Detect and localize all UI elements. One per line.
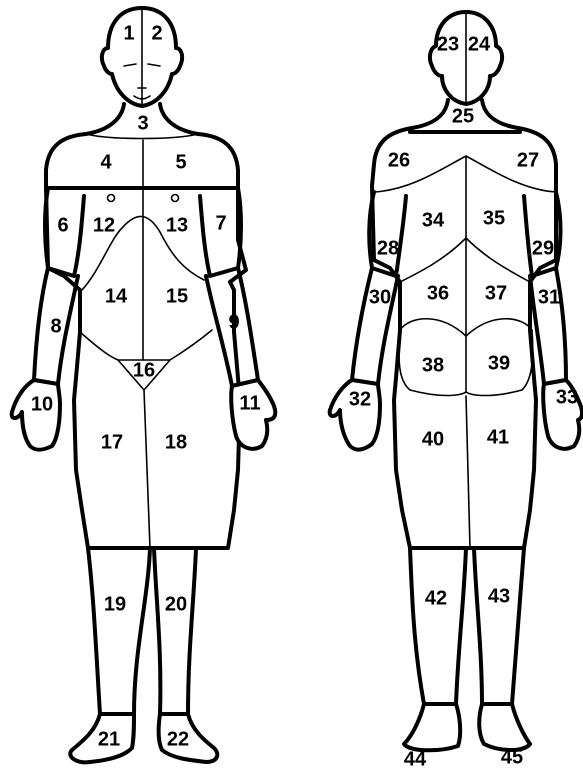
region-label-8: 8: [50, 315, 61, 337]
region-label-21: 21: [98, 728, 120, 750]
region-label-37: 37: [485, 282, 507, 304]
front-hand-right: [231, 380, 275, 449]
front-leg-split: [144, 390, 150, 548]
region-label-29: 29: [532, 237, 554, 259]
region-label-36: 36: [427, 282, 449, 304]
region-label-32: 32: [349, 388, 371, 410]
region-label-17: 17: [101, 431, 123, 453]
region-label-14: 14: [105, 285, 128, 307]
region-label-31: 31: [538, 286, 560, 308]
region-label-20: 20: [165, 593, 187, 615]
front-region-labels: 1 2 3 4 5 6 7 8 9 10 11 12 13 14 15 16 1…: [31, 22, 261, 750]
region-label-40: 40: [422, 428, 444, 450]
region-label-43: 43: [488, 585, 510, 607]
region-label-1: 1: [123, 22, 134, 44]
front-lower-leg-right: [154, 548, 196, 714]
region-label-3: 3: [137, 112, 148, 134]
region-label-2: 2: [151, 22, 162, 44]
region-label-38: 38: [422, 354, 444, 376]
region-label-41: 41: [487, 426, 509, 448]
region-label-19: 19: [104, 593, 126, 615]
region-label-39: 39: [488, 352, 510, 374]
region-label-9: 9: [228, 311, 239, 333]
back-foot-left: [404, 704, 460, 750]
region-label-34: 34: [422, 209, 445, 231]
region-label-15: 15: [166, 285, 188, 307]
region-label-42: 42: [425, 587, 447, 609]
region-label-5: 5: [175, 151, 186, 173]
front-shoulder-line: [86, 134, 198, 139]
front-nipple-left: [108, 195, 115, 202]
region-label-25: 25: [452, 105, 474, 127]
region-label-28: 28: [377, 237, 399, 259]
region-label-13: 13: [166, 214, 188, 236]
region-label-6: 6: [57, 214, 68, 236]
front-lower-leg-left: [88, 548, 150, 714]
back-lower-leg-right: [474, 548, 524, 704]
region-label-10: 10: [31, 393, 53, 415]
back-foot-right: [479, 704, 530, 750]
region-label-33: 33: [556, 386, 578, 408]
region-label-16: 16: [133, 359, 155, 381]
region-label-45: 45: [501, 746, 523, 768]
region-label-22: 22: [167, 728, 189, 750]
region-label-23: 23: [437, 33, 459, 55]
front-nipple-right: [172, 195, 179, 202]
front-pelvis-line: [80, 330, 212, 360]
region-label-11: 11: [239, 392, 260, 414]
region-label-24: 24: [468, 33, 491, 55]
region-label-30: 30: [369, 286, 391, 308]
region-label-35: 35: [483, 207, 505, 229]
back-lower-leg-left: [410, 548, 466, 704]
back-leg-split: [466, 396, 470, 548]
region-label-27: 27: [517, 149, 539, 171]
region-label-18: 18: [165, 431, 187, 453]
back-lower-back-curve: [400, 238, 530, 282]
region-label-44: 44: [404, 748, 427, 770]
region-label-26: 26: [388, 149, 410, 171]
region-label-4: 4: [100, 151, 112, 173]
region-label-7: 7: [215, 212, 226, 234]
region-label-12: 12: [93, 214, 115, 236]
